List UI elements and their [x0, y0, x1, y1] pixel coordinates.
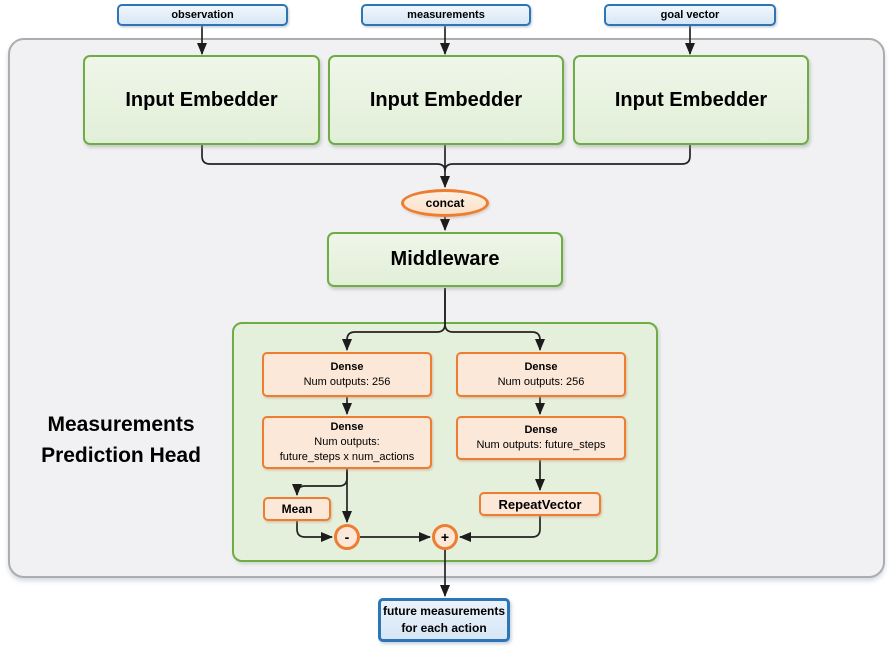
input-node-observation-label: observation — [171, 9, 234, 21]
input-node-observation: observation — [117, 4, 288, 26]
input-embedder-3: Input Embedder — [573, 55, 809, 145]
dense-left-actions-outputs2: future_steps x num_actions — [279, 451, 415, 463]
subtract-node-label: - — [344, 529, 350, 545]
repeat-vector-node-label: RepeatVector — [498, 496, 582, 512]
output-node: future measurements for each action — [378, 598, 510, 642]
input-embedder-1-label: Input Embedder — [125, 88, 278, 111]
output-node-label-line1: future measurements — [382, 604, 506, 618]
middleware-node-label: Middleware — [390, 248, 500, 270]
input-embedder-2-label: Input Embedder — [369, 88, 523, 111]
dense-left-actions-title: Dense — [330, 421, 364, 433]
input-node-measurements: measurements — [361, 4, 531, 26]
dense-right-steps-node: Dense Num outputs: future_steps — [456, 416, 626, 460]
dense-right-256-node: Dense Num outputs: 256 — [456, 352, 626, 397]
input-node-goal-vector-label: goal vector — [660, 9, 720, 21]
prediction-head-title: Measurements Prediction Head — [21, 409, 221, 471]
add-node: + — [432, 524, 458, 550]
dense-left-256-title: Dense — [330, 360, 364, 373]
input-node-measurements-label: measurements — [407, 9, 485, 21]
subtract-node: - — [334, 524, 360, 550]
add-node-label: + — [440, 529, 450, 545]
input-embedder-1: Input Embedder — [83, 55, 320, 145]
dense-left-256-outputs: Num outputs: 256 — [303, 375, 391, 388]
dense-right-steps-outputs: Num outputs: future_steps — [476, 439, 606, 451]
mean-node: Mean — [263, 497, 331, 521]
concat-node-label: concat — [425, 196, 465, 210]
input-embedder-2: Input Embedder — [328, 55, 564, 145]
dense-left-256-node: Dense Num outputs: 256 — [262, 352, 432, 397]
concat-node: concat — [401, 189, 489, 217]
repeat-vector-node: RepeatVector — [479, 492, 601, 516]
dense-right-256-title: Dense — [524, 360, 558, 373]
prediction-head-title-line2: Prediction Head — [41, 444, 201, 467]
prediction-head-title-line1: Measurements — [47, 413, 195, 436]
middleware-node: Middleware — [327, 232, 563, 287]
input-embedder-3-label: Input Embedder — [614, 88, 768, 111]
mean-node-label: Mean — [281, 502, 313, 516]
output-node-label-line2: for each action — [401, 621, 487, 635]
dense-left-actions-outputs: Num outputs: — [314, 436, 380, 448]
dense-right-steps-title: Dense — [524, 424, 558, 436]
input-node-goal-vector: goal vector — [604, 4, 776, 26]
dense-left-actions-node: Dense Num outputs: future_steps x num_ac… — [262, 416, 432, 469]
dense-right-256-outputs: Num outputs: 256 — [497, 375, 585, 388]
